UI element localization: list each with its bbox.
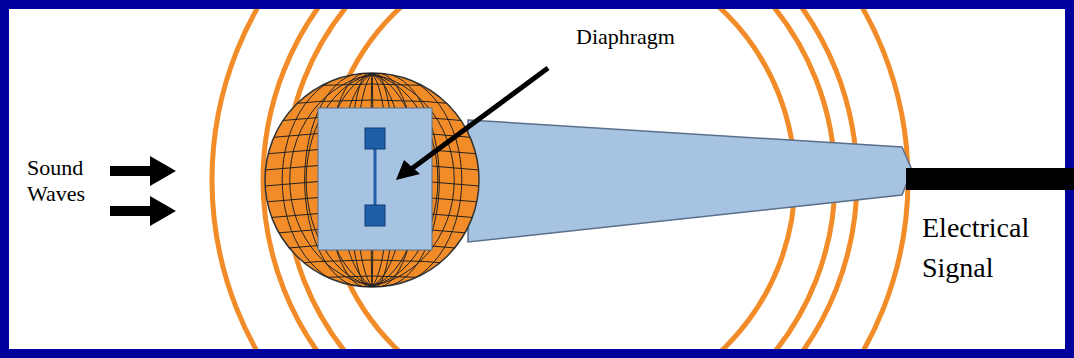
callout-label: Diaphragm: [576, 24, 675, 50]
sound-waves-label: Sound Waves: [27, 155, 85, 207]
mic-grille: [265, 73, 479, 287]
handle: [468, 120, 912, 242]
signal-label: Electrical Signal: [922, 208, 1029, 288]
leader-arrow: [396, 68, 548, 180]
diaphragm-symbol: [365, 128, 385, 226]
cable: [906, 168, 1074, 190]
sound-arrows: [110, 156, 176, 226]
grille-grid: [260, 73, 485, 287]
capsule: [318, 108, 432, 250]
